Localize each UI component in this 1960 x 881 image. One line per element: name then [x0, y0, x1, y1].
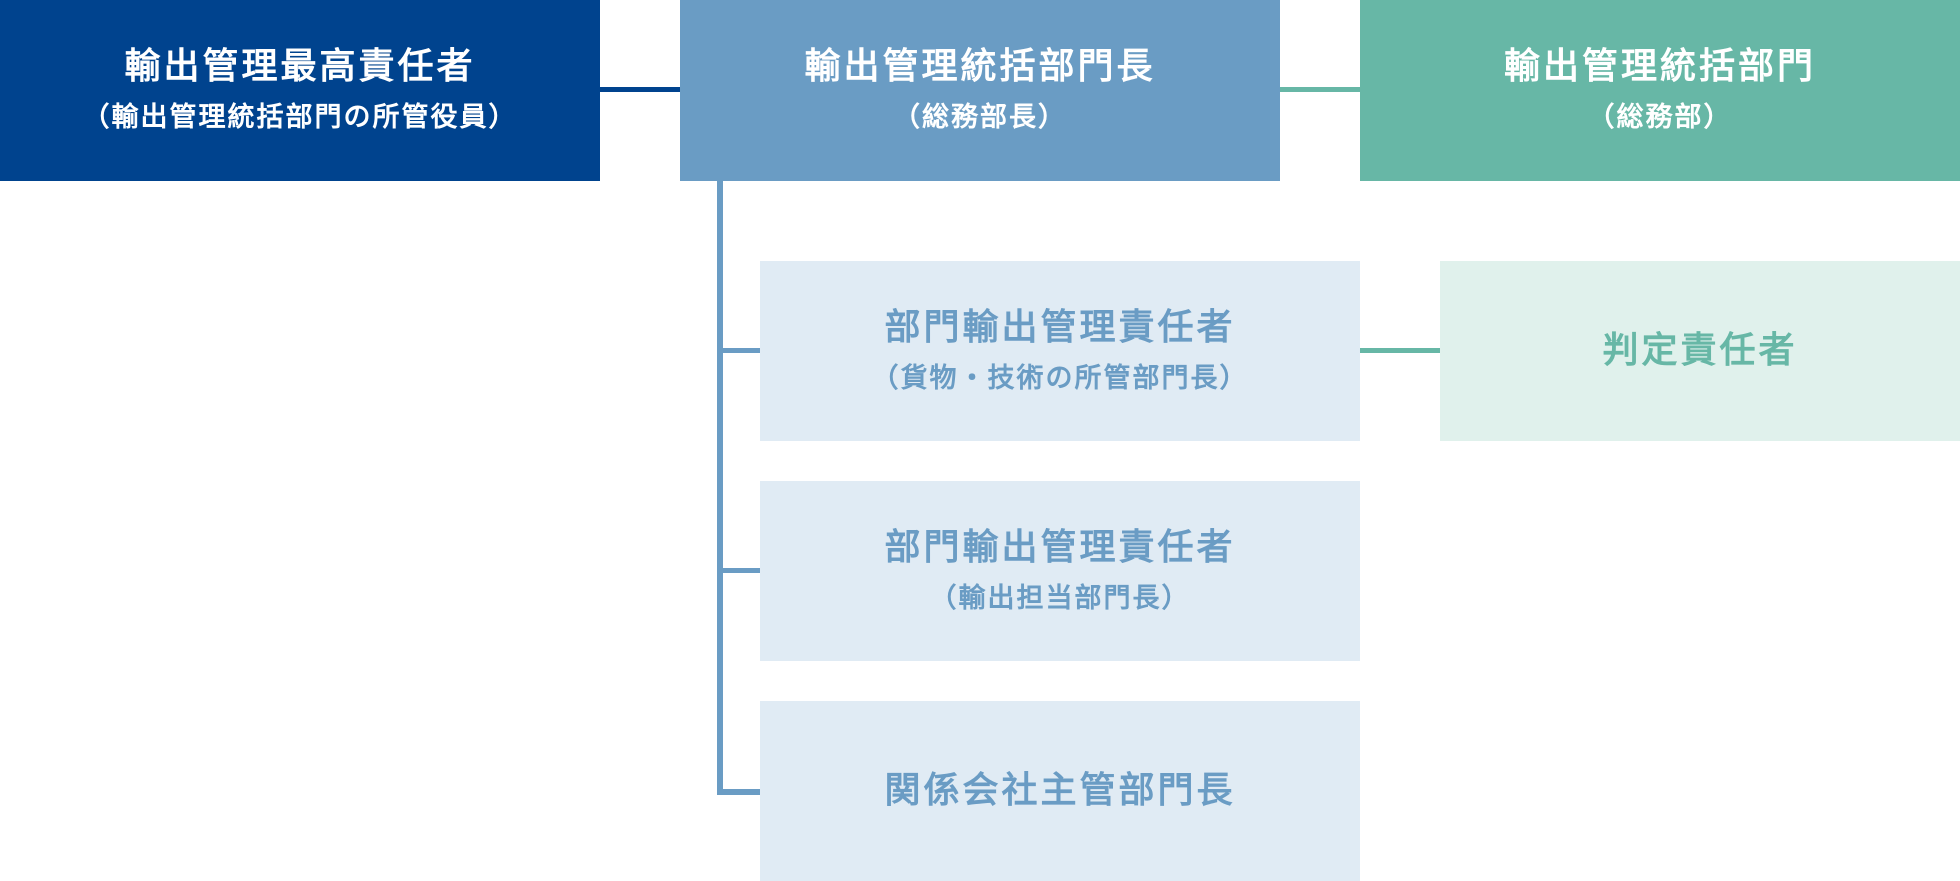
connector-trunk-to-cargo [717, 348, 760, 353]
connector-gm-to-control-dept [1280, 87, 1360, 92]
connector-vertical-trunk [717, 181, 723, 795]
connector-cargo-to-judgment [1360, 348, 1440, 353]
connector-trunk-to-affiliate [717, 789, 760, 795]
general-manager-subtitle: （総務部長） [893, 102, 1067, 133]
box-dept-export-officer-cargo: 部門輸出管理責任者 （貨物・技術の所管部門長） [760, 261, 1360, 441]
box-export-control-general-manager: 輸出管理統括部門長 （総務部長） [680, 0, 1280, 181]
top-export-officer-title: 輸出管理最高責任者 [124, 46, 476, 88]
connector-trunk-to-export [717, 568, 760, 573]
dept-officer-cargo-subtitle: （貨物・技術の所管部門長） [871, 362, 1249, 394]
control-department-title: 輸出管理統括部門 [1503, 46, 1816, 88]
control-department-subtitle: （総務部） [1587, 102, 1733, 133]
affiliate-manager-title: 関係会社主管部門長 [884, 769, 1236, 811]
box-export-control-department: 輸出管理統括部門 （総務部） [1360, 0, 1960, 181]
dept-officer-export-subtitle: （輸出担当部門長） [929, 582, 1191, 614]
dept-officer-cargo-title: 部門輸出管理責任者 [884, 306, 1236, 348]
dept-officer-export-title: 部門輸出管理責任者 [884, 526, 1236, 568]
box-judgment-officer: 判定責任者 [1440, 261, 1960, 441]
general-manager-title: 輸出管理統括部門長 [804, 46, 1156, 88]
top-export-officer-subtitle: （輸出管理統括部門の所管役員） [82, 102, 518, 133]
connector-top-officer-to-gm [600, 87, 680, 92]
judgment-officer-title: 判定責任者 [1602, 329, 1798, 371]
box-affiliate-manager: 関係会社主管部門長 [760, 701, 1360, 881]
box-dept-export-officer-export: 部門輸出管理責任者 （輸出担当部門長） [760, 481, 1360, 661]
box-top-export-officer: 輸出管理最高責任者 （輸出管理統括部門の所管役員） [0, 0, 600, 181]
